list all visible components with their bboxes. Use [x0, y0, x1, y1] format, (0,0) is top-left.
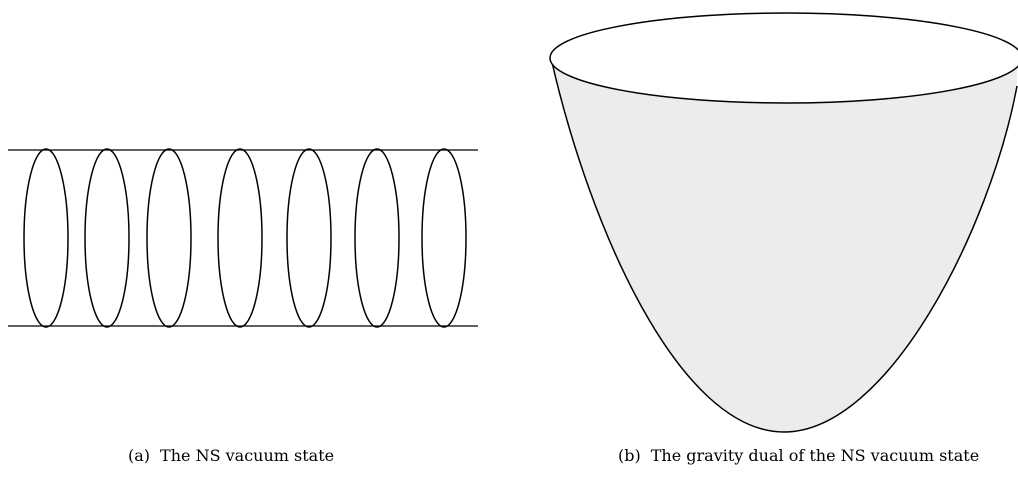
caption-a-label: (a) — [128, 446, 151, 465]
bowl-rim — [549, 12, 1018, 104]
panel-b-diagram — [549, 12, 1018, 433]
caption-b-label: (b) — [618, 446, 641, 465]
loop-group — [23, 148, 467, 328]
loop-3 — [146, 148, 192, 328]
loop-4 — [217, 148, 263, 328]
caption-a-text: The NS vacuum state — [160, 446, 335, 465]
panel-a-diagram — [8, 148, 478, 328]
loop-7 — [421, 148, 467, 328]
bowl-outline — [550, 57, 1018, 433]
bowl-surface — [551, 58, 1017, 432]
caption-b-text: The gravity dual of the NS vacuum state — [650, 446, 980, 465]
loop-2 — [84, 148, 130, 328]
caption-b: (b) The gravity dual of the NS vacuum sta… — [618, 446, 979, 465]
loop-1 — [23, 148, 69, 328]
loop-6 — [354, 148, 400, 328]
loop-5 — [286, 148, 332, 328]
caption-a: (a) The NS vacuum state — [128, 446, 334, 465]
